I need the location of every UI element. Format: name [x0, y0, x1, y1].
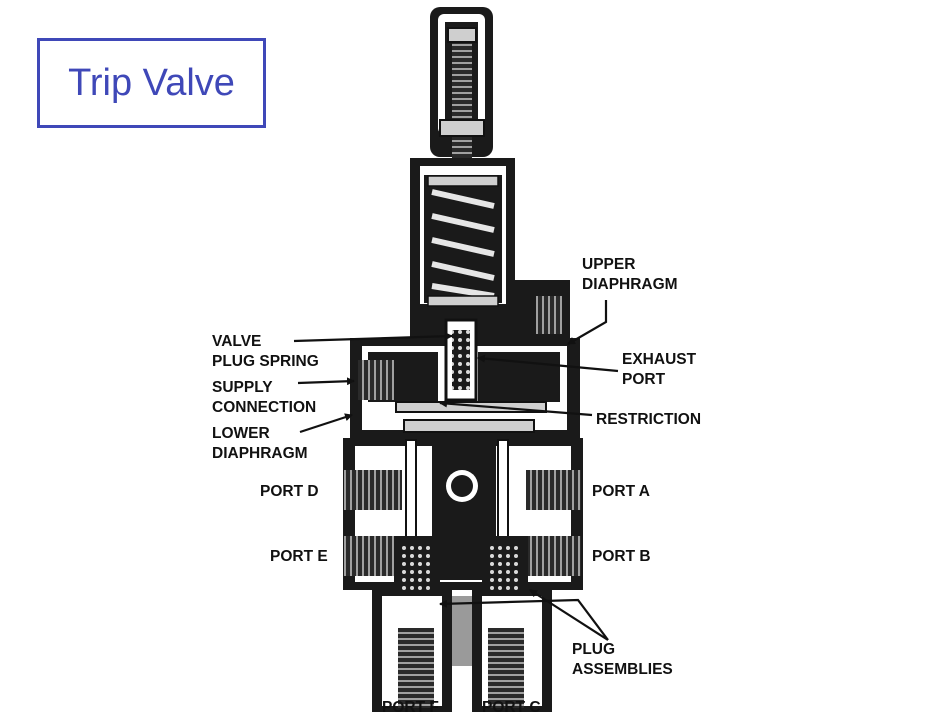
leader-plug-assemblies-left [439, 598, 609, 641]
label-restriction: RESTRICTION [596, 411, 701, 428]
supply-connection-thread [358, 360, 394, 400]
label-lower-diaphragm-2: DIAPHRAGM [212, 445, 308, 462]
valve-body [343, 7, 583, 712]
label-upper-diaphragm-1: UPPER [582, 256, 635, 273]
leader-lower-diaphragm [299, 413, 353, 434]
port-f-thread [398, 628, 434, 708]
leader-upper-diaphragm [567, 300, 608, 345]
adjusting-screw [452, 36, 472, 196]
port-a-thread [526, 470, 581, 510]
label-lower-diaphragm-1: LOWER [212, 425, 270, 442]
label-port-e: PORT E [270, 548, 328, 565]
label-supply-connection-1: SUPPLY [212, 379, 273, 396]
label-plug-assemblies-1: PLUG [572, 641, 615, 658]
label-port-b: PORT B [592, 548, 651, 565]
label-port-a: PORT A [592, 483, 650, 500]
port-c-thread [488, 628, 524, 708]
center-piston [432, 440, 496, 580]
leader-restriction [439, 399, 593, 417]
leader-exhaust-port [477, 354, 619, 373]
lock-nut [439, 119, 485, 137]
leader-plug-assemblies-right [529, 589, 609, 641]
label-port-f: PORT F [382, 699, 439, 716]
callout-labels: UPPER DIAPHRAGM VALVE PLUG SPRING EXHAUS… [212, 256, 701, 716]
port-b-thread [526, 536, 581, 576]
lower-diaphragm-plate [403, 419, 535, 433]
label-port-c: PORT C [482, 699, 541, 716]
range-spring [431, 189, 495, 299]
port-d-thread [344, 470, 402, 510]
label-supply-connection-2: CONNECTION [212, 399, 316, 416]
label-exhaust-port-1: EXHAUST [622, 351, 697, 368]
label-valve-plug-spring-2: PLUG SPRING [212, 353, 319, 370]
label-valve-plug-spring-1: VALVE [212, 333, 261, 350]
title-box: Trip Valve [37, 38, 266, 128]
label-port-d: PORT D [260, 483, 319, 500]
exhaust-thread [536, 296, 562, 334]
label-plug-assemblies-2: ASSEMBLIES [572, 661, 673, 678]
upper-diaphragm-plate [395, 401, 547, 413]
diagram-title: Trip Valve [68, 61, 235, 104]
leader-valve-plug-spring [293, 332, 453, 343]
label-upper-diaphragm-2: DIAPHRAGM [582, 276, 678, 293]
leader-lines [293, 300, 619, 641]
leader-supply-connection [297, 377, 355, 386]
port-e-thread [344, 536, 402, 576]
label-exhaust-port-2: PORT [622, 371, 666, 388]
